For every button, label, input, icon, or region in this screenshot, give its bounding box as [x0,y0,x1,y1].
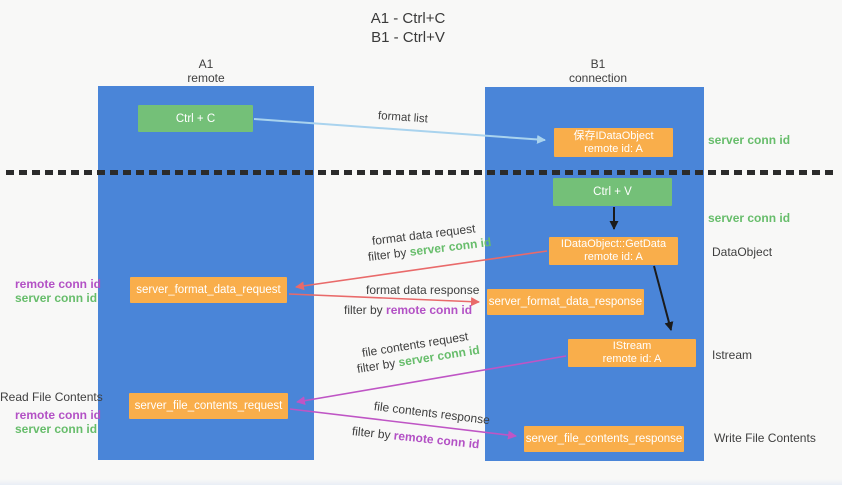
filter-by-remote-conn-id-label-1: filter by remote conn id [344,303,472,317]
lane-header-a1: A1 remote [146,57,266,85]
server-conn-id-label-right-2: server conn id [708,211,791,225]
server-conn-id-label: server conn id [15,291,98,305]
diagram-title: A1 - Ctrl+C B1 - Ctrl+V [208,9,608,47]
server-conn-id-label: server conn id [15,422,98,436]
lane-header-b1: B1 connection [538,57,658,85]
filter-by-text: filter by [351,424,392,443]
remote-conn-id-text: remote conn id [386,303,473,317]
getdata-line1: IDataObject::GetData [560,238,667,250]
format-request-label: server_format_data_request [136,284,281,296]
lane-b1-role: connection [568,71,628,85]
ctrl-c-label: Ctrl + C [175,112,216,125]
filter-by-text: filter by [344,303,383,317]
lane-a1-name: A1 [198,57,214,71]
istream-line1: IStream [612,340,652,352]
title-line-2: B1 - Ctrl+V [371,29,445,46]
ctrl-v-box: Ctrl + V [553,178,672,206]
lane-b1-name: B1 [590,57,606,71]
server-file-contents-request-box: server_file_contents_request [129,393,288,419]
server-conn-id-label-right-1: server conn id [708,133,791,147]
bottom-edge-fade [0,479,842,485]
dataobject-label: DataObject [712,245,773,259]
write-file-contents-label: Write File Contents [714,431,816,445]
idataobject-getdata-box: IDataObject::GetData remote id: A [549,237,678,265]
format-response-label: server_format_data_response [488,296,643,308]
read-file-contents-label: Read File Contents [0,390,103,404]
server-file-contents-response-box: server_file_contents_response [524,426,684,452]
format-data-response-label: format data response [366,283,480,297]
file-response-label: server_file_contents_response [525,433,683,445]
lane-a1-role: remote [187,71,225,85]
remote-conn-id-text: remote conn id [393,428,481,452]
remote-conn-id-label: remote conn id [15,408,102,422]
filter-by-text: filter by [367,245,408,264]
title-line-1: A1 - Ctrl+C [370,10,446,27]
ctrl-c-box: Ctrl + C [138,105,253,132]
server-format-data-response-box: server_format_data_response [487,289,644,315]
istream-side-label: Istream [712,348,753,362]
remote-conn-id-label: remote conn id [15,277,102,291]
save-idataobject-line2: remote id: A [584,142,643,155]
file-request-label: server_file_contents_request [134,400,283,412]
getdata-line2: remote id: A [584,251,643,263]
server-format-data-request-box: server_format_data_request [130,277,287,303]
file-contents-response-label: file contents response [373,399,491,428]
save-idataobject-box: 保存IDataObject remote id: A [554,128,673,157]
filter-by-remote-conn-id-label-2: filter by remote conn id [351,424,480,451]
ctrl-v-label: Ctrl + V [593,186,632,198]
format-list-label: format list [377,110,429,126]
istream-box: IStream remote id: A [568,339,696,367]
istream-line2: remote id: A [602,353,662,365]
save-idataobject-line1: 保存IDataObject [573,129,654,142]
left-conn-id-stack-2: remote conn id server conn id [15,408,102,436]
left-conn-id-stack-1: remote conn id server conn id [15,277,102,305]
copy-paste-divider-line [6,170,836,175]
